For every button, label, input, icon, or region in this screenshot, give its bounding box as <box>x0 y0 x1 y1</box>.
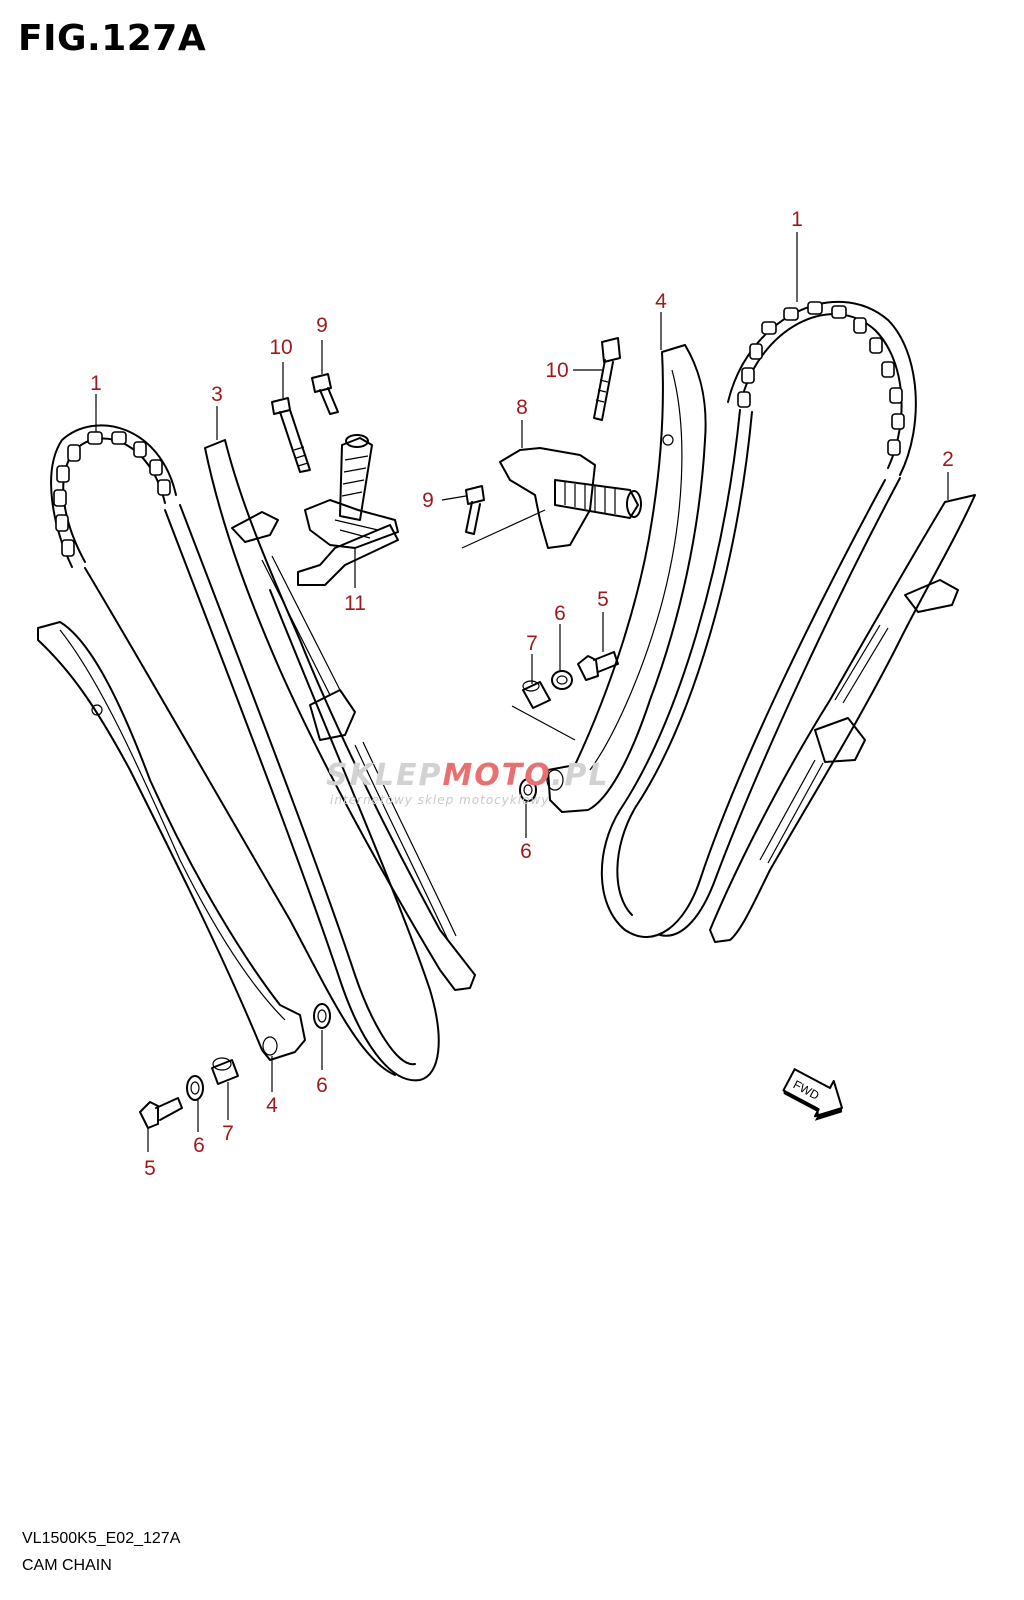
figure-name: CAM CHAIN <box>22 1557 112 1574</box>
watermark-tagline: internetowy sklep motocyklowy <box>330 793 550 807</box>
callout-numbers: 1 3 10 9 11 8 9 10 4 1 2 5 6 7 6 4 6 5 6… <box>90 208 954 1180</box>
callout-5-bottom: 5 <box>144 1157 156 1180</box>
bolt-10-right <box>593 337 621 421</box>
leader-lines <box>95 232 949 1152</box>
watermark-logo: SKLEPMOTO.PL <box>326 758 610 793</box>
callout-9-mid: 9 <box>422 489 434 512</box>
upper-left-tensioner <box>297 434 399 586</box>
right-cam-chain <box>600 301 917 938</box>
upper-right-tensioner <box>461 447 642 549</box>
figure-title: FIG.127A <box>18 18 207 59</box>
callout-1-right: 1 <box>791 208 803 231</box>
callout-3: 3 <box>211 383 223 406</box>
watermark-part-2: MOTO <box>442 758 552 793</box>
callout-10-left: 10 <box>269 336 292 359</box>
callout-6-mid-bottom: 6 <box>520 840 532 863</box>
left-tensioner-guide <box>37 621 306 1061</box>
callout-5-right: 5 <box>597 588 609 611</box>
right-chain-guide <box>709 494 976 943</box>
mid-fasteners <box>511 651 619 802</box>
model-code: VL1500K5_E02_127A <box>22 1530 181 1547</box>
right-tensioner-guide <box>546 344 707 813</box>
callout-1-left: 1 <box>90 372 102 395</box>
callout-7-mid: 7 <box>526 632 538 655</box>
callout-2: 2 <box>942 448 954 471</box>
right-chain-links <box>737 301 905 456</box>
callout-11: 11 <box>344 592 366 615</box>
bolt-9-right <box>465 485 485 535</box>
callout-9-top: 9 <box>316 314 328 337</box>
callout-4-bottom: 4 <box>266 1094 278 1117</box>
bottom-left-fasteners <box>139 1003 331 1129</box>
left-cam-chain <box>50 424 440 1082</box>
bolt-10-left <box>271 397 311 473</box>
callout-6-mid-top: 6 <box>554 602 566 625</box>
watermark-part-3: .PL <box>551 758 610 793</box>
callout-6-bottom-right: 6 <box>316 1074 328 1097</box>
callout-10-right: 10 <box>545 359 568 382</box>
callout-7-bottom: 7 <box>222 1122 234 1145</box>
left-chain-guide <box>204 439 476 991</box>
callout-8: 8 <box>516 396 528 419</box>
fwd-arrow-icon: FWD <box>782 1068 844 1121</box>
callout-6-bottom-left: 6 <box>193 1134 205 1157</box>
watermark-part-1: SKLEP <box>326 758 443 793</box>
left-chain-links <box>53 431 171 557</box>
bolt-9-left <box>311 373 339 415</box>
callout-4-top: 4 <box>655 290 667 313</box>
